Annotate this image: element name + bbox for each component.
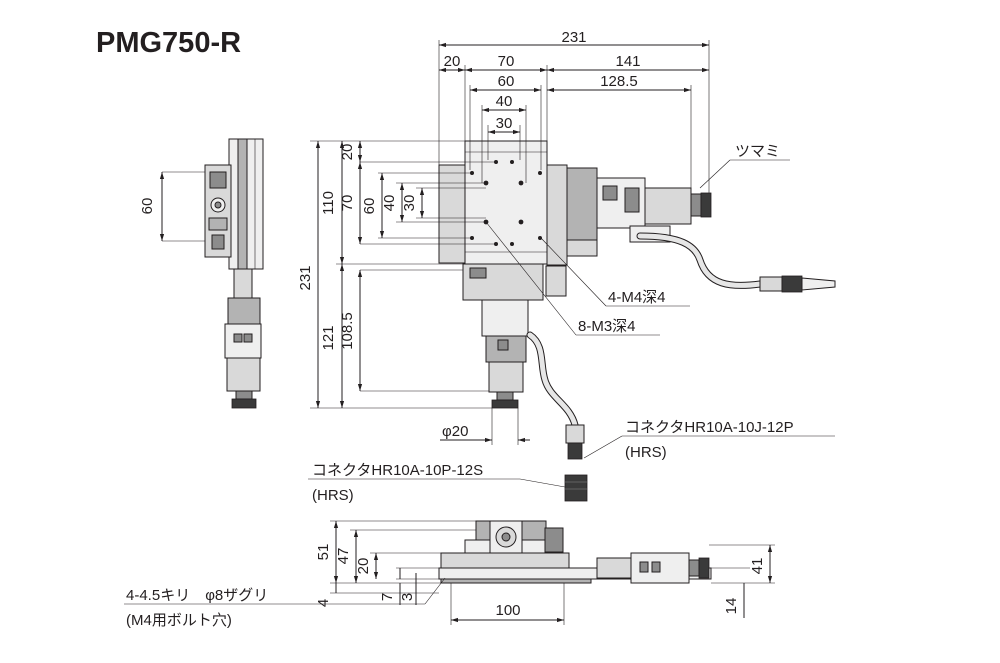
dim-top-141: 141 [615,53,640,70]
dim-front-3: 3 [399,593,416,601]
side-view: 60 [139,138,264,409]
dim-phi20: φ20 [442,423,468,440]
model-title: PMG750-R [96,27,241,59]
side-dim-60: 60 [139,198,156,215]
label-knob: ツマミ [735,143,780,160]
front-view: 51 4 47 20 7 3 100 41 14 4-4.5キリ φ8ザグリ (… [124,520,775,629]
label-m4: 4-M4深4 [608,289,666,306]
dim-top-70: 70 [498,53,515,70]
dim-top-20: 20 [444,53,461,70]
label-connector-j-1: コネクタHR10A-10J-12P [625,419,794,436]
dim-left-108-5: 108.5 [339,312,356,350]
dim-front-100: 100 [495,602,520,619]
label-m3: 8-M3深4 [578,318,636,335]
dim-left-20: 20 [339,144,356,161]
top-view: 231 20 70 141 60 128.5 40 30 231 110 12 [297,29,836,504]
dim-left-40: 40 [381,195,398,212]
dim-left-110: 110 [320,191,337,215]
dim-top-40: 40 [496,93,513,110]
dim-left-121: 121 [320,325,337,350]
dim-top-total: 231 [561,29,586,46]
dim-left-70: 70 [339,195,356,212]
dim-left-60: 60 [361,198,378,215]
dim-front-20: 20 [355,558,372,575]
dim-left-30: 30 [401,195,418,212]
dim-top-60: 60 [498,73,515,90]
dim-front-4: 4 [315,599,332,607]
dim-front-7: 7 [379,593,396,601]
dim-left-231: 231 [297,265,314,290]
label-connector-j-2: (HRS) [625,444,667,461]
dim-front-41: 41 [749,558,766,575]
dim-front-51: 51 [315,544,332,561]
label-holes-2: (M4用ボルト穴) [126,612,232,629]
label-connector-p-2: (HRS) [312,487,354,504]
label-connector-p-1: コネクタHR10A-10P-12S [312,462,483,479]
dim-front-47: 47 [335,548,352,565]
dim-top-30: 30 [496,115,513,132]
label-holes-1: 4-4.5キリ φ8ザグリ [126,587,268,604]
dim-top-128-5: 128.5 [600,73,638,90]
dim-front-14: 14 [723,598,740,615]
